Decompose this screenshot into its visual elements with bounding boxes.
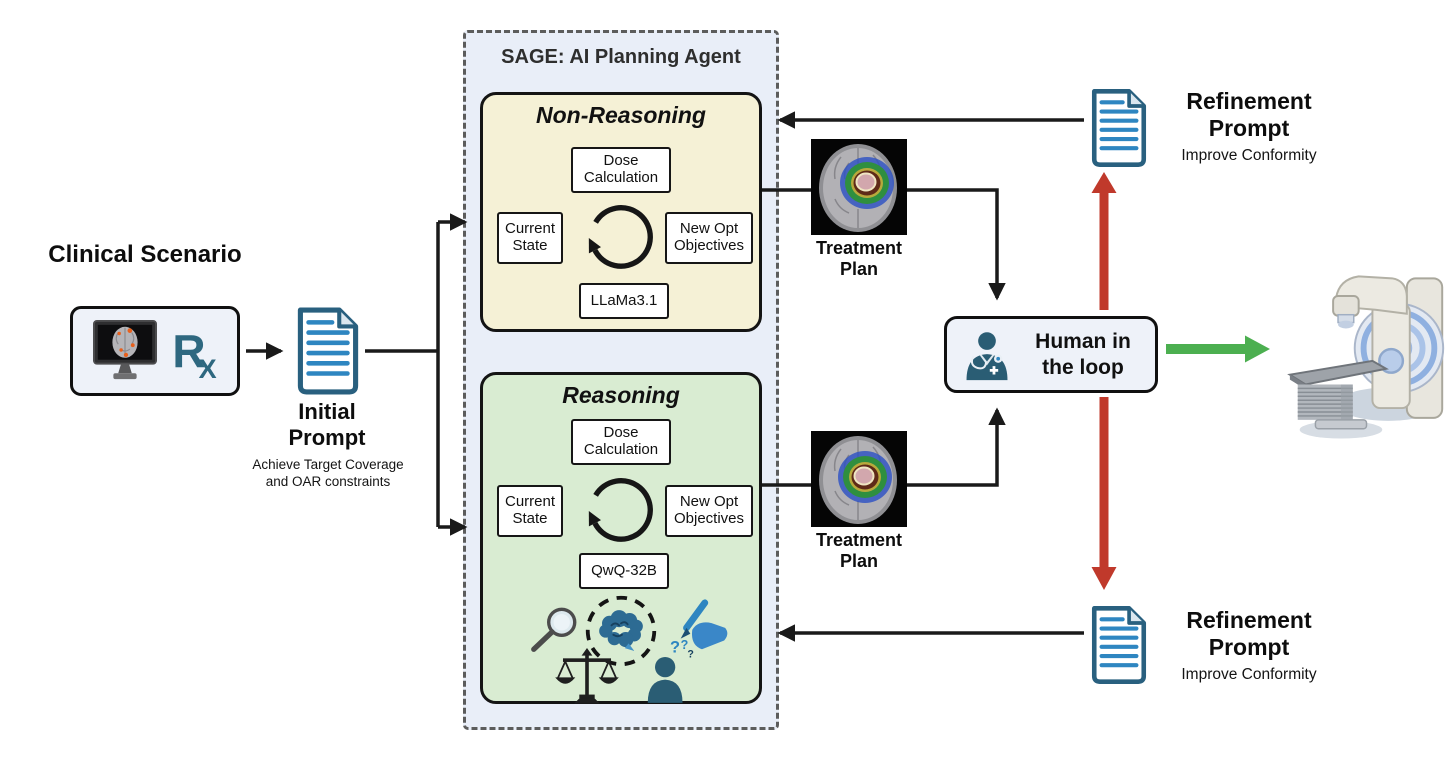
doctor-icon xyxy=(966,331,1008,380)
new-opt-objectives-box: New Opt Objectives xyxy=(665,485,753,537)
cycle-arrow-icon xyxy=(588,478,653,542)
red-refinement-arrows xyxy=(1091,172,1117,590)
rx-letter-x: X xyxy=(198,354,217,384)
initial-prompt-title: Initial Prompt xyxy=(288,399,366,450)
document-icon xyxy=(1091,89,1147,167)
initial-prompt-subtitle: Achieve Target Coverage and OAR constrai… xyxy=(252,457,404,489)
document-icon xyxy=(1091,606,1147,684)
rx-letter-r: R xyxy=(172,325,206,377)
current-state-box: Current State xyxy=(497,485,563,537)
model-name-box: QwQ-32B xyxy=(579,553,669,589)
non-reasoning-title: Non-Reasoning xyxy=(536,102,706,128)
clinical-scenario-title: Clinical Scenario xyxy=(48,241,242,268)
dose-calculation-box: Dose Calculation xyxy=(571,147,671,193)
treatment-plan-bottom-label: Treatment Plan xyxy=(815,530,903,572)
brain-icon xyxy=(585,595,657,667)
confused-person-icon: ? ? ? xyxy=(647,638,694,703)
document-icon xyxy=(297,307,359,395)
cycle-arrow-icon xyxy=(588,205,653,269)
reasoning-title: Reasoning xyxy=(562,382,680,408)
refinement-prompt-top-title: Refinement Prompt xyxy=(1186,88,1312,142)
sage-panel-title: SAGE: AI Planning Agent xyxy=(501,46,741,68)
svg-text:?: ? xyxy=(681,638,689,652)
monitor-brain-scan-icon xyxy=(93,319,158,380)
rx-prescription-icon: RX xyxy=(172,325,223,383)
svg-text:?: ? xyxy=(687,648,693,660)
human-in-loop-box: Human in the loop xyxy=(944,316,1158,393)
writing-hand-icon xyxy=(680,599,728,650)
treatment-plan-top-label: Treatment Plan xyxy=(815,238,903,280)
new-opt-objectives-box: New Opt Objectives xyxy=(665,212,753,264)
magnifier-icon xyxy=(531,607,577,652)
clinical-scenario-box: RX xyxy=(70,306,240,396)
current-state-box: Current State xyxy=(497,212,563,264)
reasoning-box: Reasoning Dose Calculation Current State… xyxy=(480,372,762,704)
dose-calculation-box: Dose Calculation xyxy=(571,419,671,465)
green-delivery-arrow xyxy=(1166,335,1270,363)
refinement-prompt-top-subtitle: Improve Conformity xyxy=(1181,147,1317,164)
human-in-loop-label: Human in the loop xyxy=(1035,330,1131,379)
scales-icon xyxy=(555,648,619,704)
linac-machine-icon xyxy=(1287,275,1445,439)
refinement-prompt-bottom-subtitle: Improve Conformity xyxy=(1181,666,1317,683)
refinement-prompt-bottom-title: Refinement Prompt xyxy=(1186,607,1312,661)
model-name-box: LLaMa3.1 xyxy=(579,283,669,319)
svg-text:?: ? xyxy=(670,639,680,657)
treatment-plan-bottom-image xyxy=(811,431,907,527)
treatment-plan-top-image xyxy=(811,139,907,235)
non-reasoning-box: Non-Reasoning Dose Calculation Current S… xyxy=(480,92,762,332)
